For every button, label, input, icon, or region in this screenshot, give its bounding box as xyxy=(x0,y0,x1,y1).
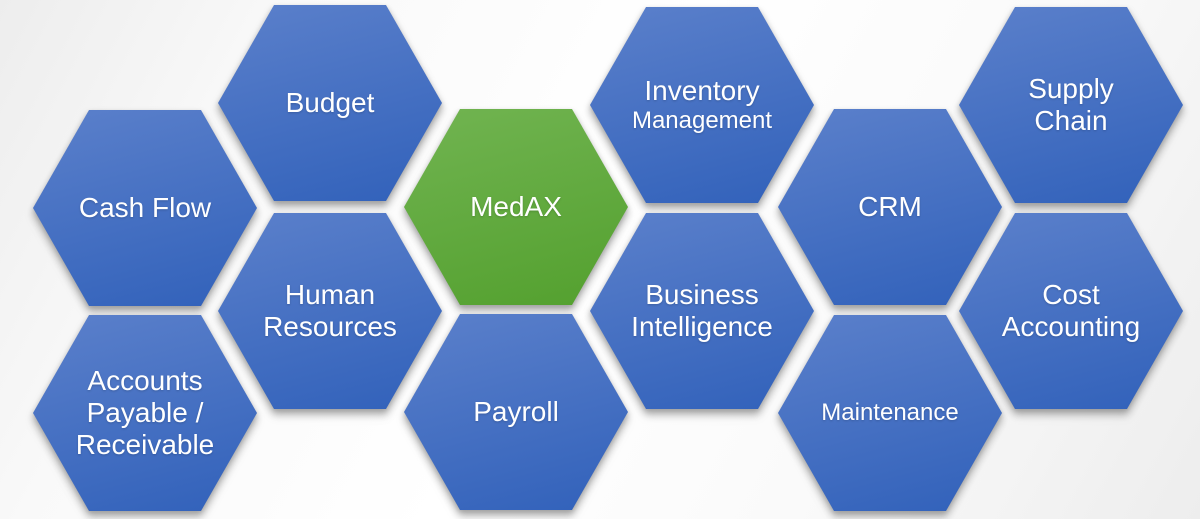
hexagon-shape xyxy=(404,109,628,305)
hexagon-shape xyxy=(33,315,257,511)
hexagon-shape xyxy=(959,7,1183,203)
hexagon-shape xyxy=(778,109,1002,305)
hex-accounts-payable-receivable: Accounts Payable / Receivable xyxy=(33,315,257,511)
hexagon-shape xyxy=(959,213,1183,409)
hex-maintenance: Maintenance xyxy=(778,315,1002,511)
hexagon-shape xyxy=(33,110,257,306)
hexagon-shape xyxy=(590,213,814,409)
hexagon-shape xyxy=(218,5,442,201)
hexagon-shape xyxy=(404,314,628,510)
hex-payroll: Payroll xyxy=(404,314,628,510)
hexagon-shape xyxy=(778,315,1002,511)
hexagon-shape xyxy=(590,7,814,203)
hex-supply-chain: Supply Chain xyxy=(959,7,1183,203)
hexagon-shape xyxy=(218,213,442,409)
